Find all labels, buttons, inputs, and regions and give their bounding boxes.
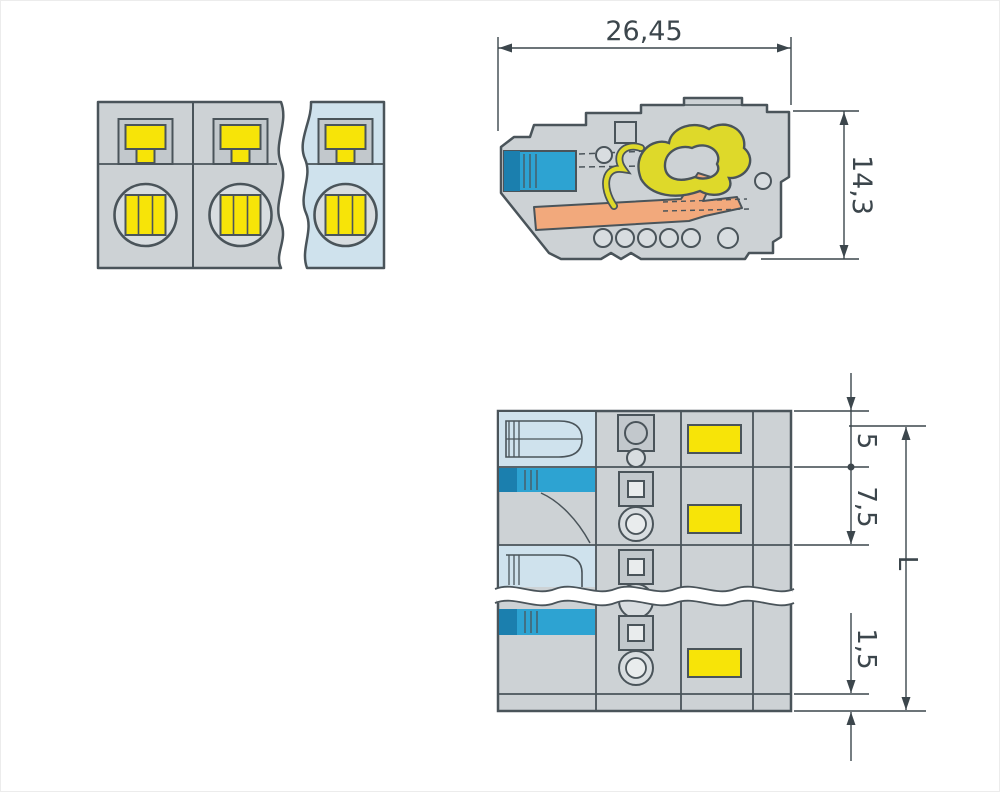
top-row2-marker	[687, 504, 742, 534]
arrowhead-up	[901, 427, 911, 440]
dim-overall-width: 26,45	[497, 16, 792, 131]
dim-total-length: L	[892, 427, 922, 710]
top-row1-marker	[687, 424, 742, 454]
top-row4-marker	[687, 648, 742, 678]
dim-pole-pitch-label: 7,5	[851, 486, 881, 527]
dim-chain: 5 7,5 1,5	[794, 373, 926, 761]
front-view	[96, 100, 386, 270]
dim-edge-gap-label: 1,5	[851, 628, 881, 669]
dim-overall-height: 14,3	[761, 110, 877, 260]
top-row1-port	[617, 414, 655, 468]
top-row4-clamp-band	[499, 609, 595, 635]
spring-loop	[637, 123, 752, 197]
arrowhead-up	[839, 112, 849, 125]
side-test-port-square	[614, 121, 637, 144]
arrowhead-down	[901, 697, 911, 710]
arrowhead-left	[499, 43, 512, 53]
top-row1-socket-outline	[505, 420, 583, 458]
arrowhead-up	[846, 712, 856, 725]
top-row3-socket-outline	[506, 554, 583, 587]
top-row2-port	[618, 471, 654, 542]
side-spring	[602, 123, 752, 210]
side-clamp-blue	[503, 150, 577, 192]
dim-overall-width-label: 26,45	[605, 16, 682, 47]
arrowhead-right	[777, 43, 790, 53]
side-hidden-lines	[578, 150, 650, 168]
arrowhead-down	[846, 397, 856, 410]
dim-end-offset-label: 5	[851, 433, 881, 450]
side-view: 26,45 14,3	[497, 16, 877, 261]
spring-arm	[603, 144, 644, 209]
arrowhead-down	[846, 680, 856, 693]
top-row4-port	[618, 615, 654, 686]
side-bottom-circles	[593, 227, 739, 249]
top-row2-clamp-band	[499, 468, 595, 544]
top-row3-port	[618, 549, 654, 619]
dim-overall-height-label: 14,3	[846, 155, 877, 215]
top-view: 5 7,5 1,5 L	[495, 373, 926, 761]
top-structure-lines	[498, 411, 791, 711]
side-pivot-circle	[595, 146, 613, 164]
arrowhead-down	[846, 531, 856, 544]
top-row3-socket-face	[499, 546, 595, 587]
dim-total-length-label: L	[892, 556, 922, 571]
arrowhead-down	[839, 245, 849, 258]
side-right-circle	[754, 172, 772, 190]
